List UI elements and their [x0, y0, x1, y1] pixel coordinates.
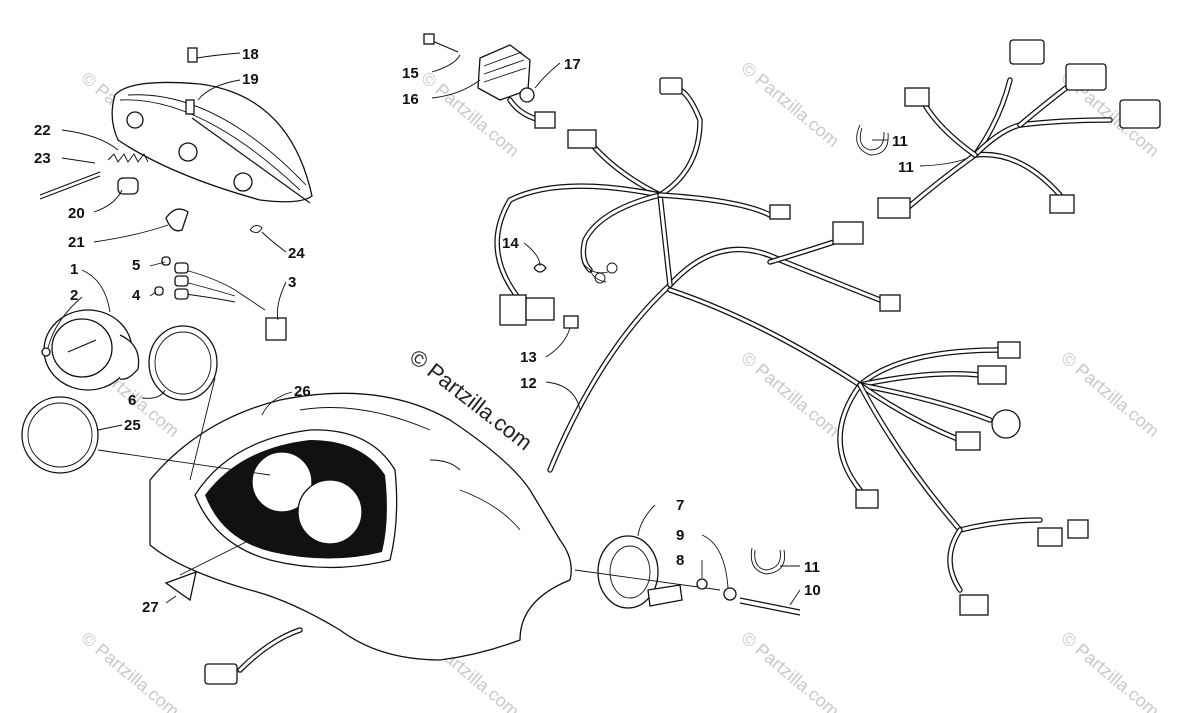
callout-8: 8	[676, 552, 684, 569]
watermark: © Partzilla.com	[737, 58, 843, 151]
callout-6: 6	[128, 392, 136, 409]
callout-20: 19	[242, 71, 259, 88]
dash-panel	[97, 377, 572, 685]
callout-16: 15	[402, 65, 419, 82]
speed-sensor	[574, 535, 801, 616]
callout-23: 22	[34, 122, 51, 139]
callout-11-top: 11	[892, 133, 908, 150]
regulator-fuse	[423, 33, 579, 329]
callout-19: 18	[242, 46, 259, 63]
watermark: © Partzilla.com	[737, 628, 843, 713]
callout-25: 24	[288, 245, 305, 262]
watermark: © Partzilla.com	[1057, 348, 1163, 441]
callout-15: 14	[502, 235, 519, 252]
callout-10: 10	[804, 582, 821, 599]
headlight-assembly	[39, 47, 313, 233]
callout-27: 26	[294, 383, 311, 400]
gauge-assembly	[21, 256, 287, 474]
callout-18: 17	[564, 56, 581, 73]
callout-7: 7	[676, 497, 684, 514]
callout-labels: 18 19 22 23 20 21 24 5 4 3 1 2 6 25 26 2…	[34, 46, 914, 616]
callout-12: 11	[898, 159, 914, 176]
callout-26: 25	[124, 417, 141, 434]
callout-1: 1	[70, 261, 78, 278]
callout-13: 12	[520, 375, 537, 392]
watermark: © Partzilla.com	[1057, 628, 1163, 713]
callout-24: 23	[34, 150, 51, 167]
leader-lines	[47, 52, 969, 606]
callout-5: 5	[132, 257, 140, 274]
callout-21: 20	[68, 205, 85, 222]
watermark: © Partzilla.com	[77, 628, 183, 713]
callout-4: 4	[132, 287, 141, 304]
callout-3: 3	[288, 274, 296, 291]
callout-22: 21	[68, 234, 85, 251]
callout-11-bottom: 11	[804, 559, 820, 576]
callout-28: 27	[142, 599, 159, 616]
callout-2: 2	[70, 287, 78, 304]
callout-9: 9	[676, 527, 684, 544]
callout-14: 13	[520, 349, 537, 366]
wiring-harness	[494, 39, 1161, 616]
callout-17: 16	[402, 91, 419, 108]
